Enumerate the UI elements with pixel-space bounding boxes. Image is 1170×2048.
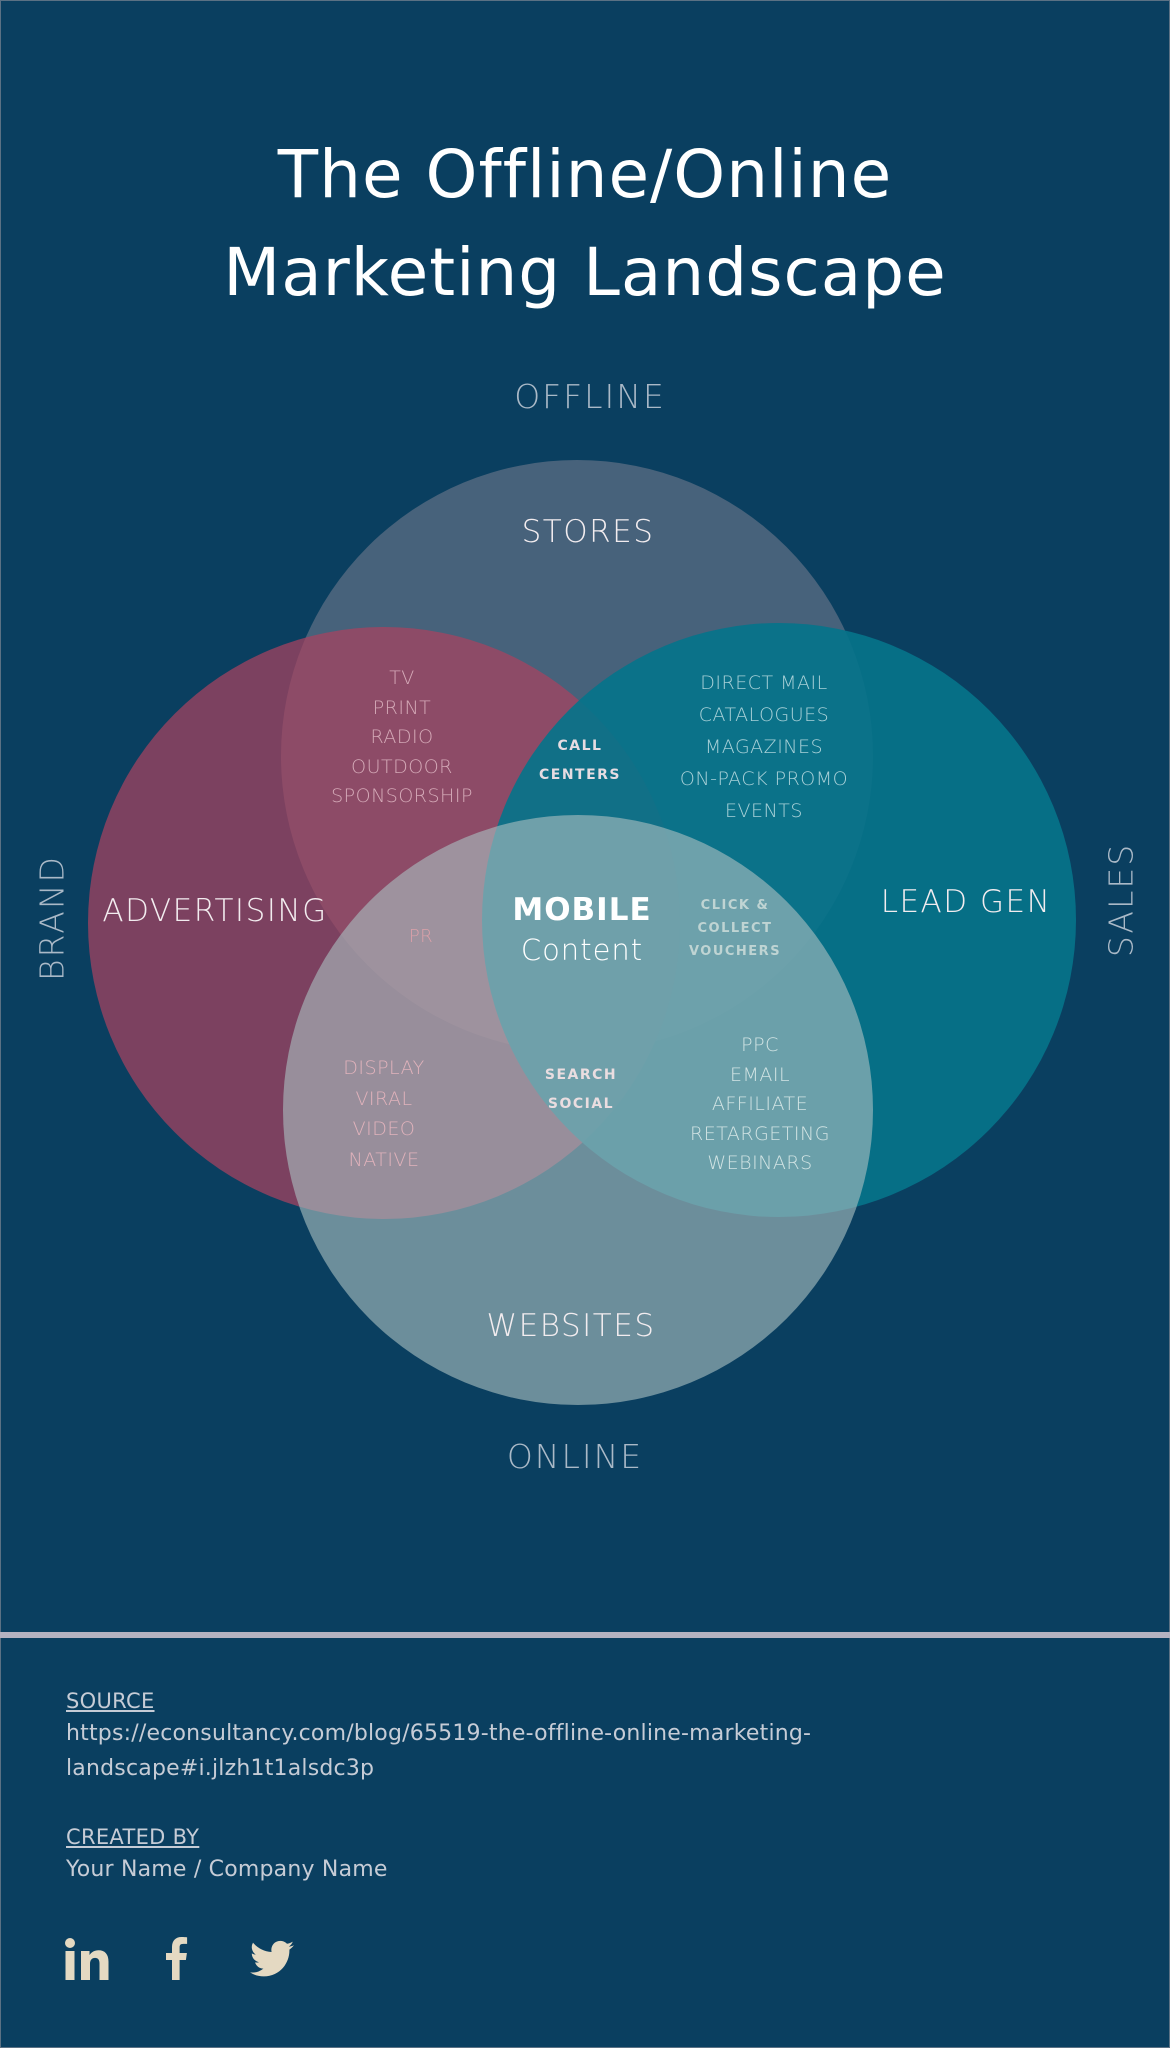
region-item: PPC: [741, 1034, 779, 1056]
region-item: ON-PACK PROMO: [679, 768, 849, 790]
region-advertising-websites: DISPLAY VIRAL VIDEO NATIVE: [343, 1053, 424, 1175]
region-item: EVENTS: [725, 800, 803, 822]
region-leadgen-websites: PPC EMAIL AFFILIATE RETARGETING WEBINARS: [690, 1031, 830, 1179]
circle-websites: [283, 815, 873, 1405]
region-pr: PR: [408, 926, 434, 947]
region-item: CENTERS: [538, 767, 622, 783]
footer: SOURCE https://econsultancy.com/blog/655…: [66, 1686, 811, 1887]
region-search-social: SEARCH SOCIAL: [545, 1061, 617, 1119]
center-subtitle: Content: [520, 933, 644, 967]
region-call-centers: CALL CENTERS: [539, 732, 621, 790]
twitter-icon[interactable]: [246, 1936, 298, 1984]
region-item: RADIO: [370, 726, 434, 748]
region-item: AFFILIATE: [711, 1093, 809, 1115]
source-line-1[interactable]: https://econsultancy.com/blog/65519-the-…: [66, 1721, 812, 1746]
axis-label-online: ONLINE: [506, 1437, 644, 1476]
region-item: SOCIAL: [547, 1096, 615, 1112]
region-item: DISPLAY: [343, 1057, 425, 1079]
region-advertising-stores: TV PRINT RADIO OUTDOOR SPONSORSHIP: [331, 664, 473, 812]
region-item: CLICK &: [700, 898, 770, 913]
region-item: RETARGETING: [690, 1122, 830, 1145]
label-advertising: ADVERTISING: [102, 893, 328, 929]
created-by-heading: CREATED BY: [66, 1825, 200, 1849]
region-item: SPONSORSHIP: [331, 785, 473, 807]
region-item: TV: [389, 667, 415, 689]
source-link[interactable]: https://econsultancy.com/blog/65519-the-…: [66, 1716, 811, 1786]
title-line-2: Marketing Landscape: [223, 234, 947, 312]
title-line-1: The Offline/Online: [277, 136, 893, 214]
source-heading: SOURCE: [66, 1689, 155, 1713]
created-by-value: Your Name / Company Name: [66, 1857, 388, 1882]
region-item: OUTDOOR: [351, 755, 453, 778]
center-title: MOBILE: [512, 892, 652, 928]
region-stores-leadgen: DIRECT MAIL CATALOGUES MAGAZINES ON-PACK…: [680, 667, 848, 827]
region-item: VIRAL: [355, 1087, 413, 1110]
footer-divider: [0, 1632, 1170, 1638]
region-item: DIRECT MAIL: [700, 672, 828, 694]
region-item: VOUCHERS: [688, 944, 782, 959]
axis-label-offline: OFFLINE: [514, 377, 666, 416]
label-stores: STORES: [521, 514, 655, 550]
region-item: VIDEO: [352, 1118, 416, 1140]
label-lead-gen: LEAD GEN: [880, 884, 1052, 920]
region-item: NATIVE: [348, 1148, 420, 1171]
region-item: PRINT: [372, 696, 432, 719]
region-item: MAGAZINES: [704, 736, 824, 758]
region-item: COLLECT: [697, 921, 773, 936]
region-center: MOBILE Content: [512, 890, 651, 970]
page-title: The Offline/Online Marketing Landscape: [0, 126, 1170, 322]
region-item: CALL: [557, 738, 603, 754]
label-websites: WEBSITES: [486, 1308, 656, 1344]
facebook-icon[interactable]: [162, 1934, 194, 1986]
region-item: SEARCH: [544, 1067, 618, 1083]
region-item: CATALOGUES: [698, 704, 830, 726]
region-item: WEBINARS: [707, 1152, 813, 1174]
linkedin-icon[interactable]: [62, 1934, 114, 1986]
region-item: EMAIL: [729, 1063, 791, 1086]
region-click-collect: CLICK & COLLECT VOUCHERS: [689, 894, 781, 963]
venn-diagram: [88, 460, 1076, 1405]
social-links: [62, 1934, 298, 1986]
source-line-2[interactable]: landscape#i.jlzh1t1alsdc3p: [66, 1756, 375, 1781]
